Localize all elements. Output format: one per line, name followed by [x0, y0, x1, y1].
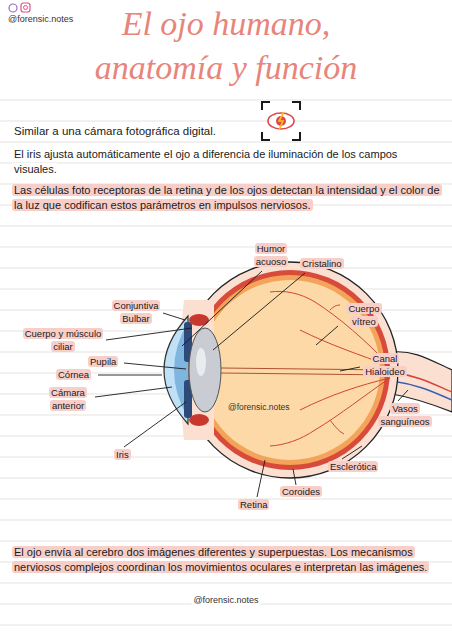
part-label-box: Cuerpo vítreo [338, 303, 390, 329]
footer-handle-box: @forensic.notes [166, 594, 286, 606]
part-label: Canal Hialoideo [363, 353, 407, 377]
part-label-box: Retina [238, 499, 282, 512]
paragraph-text: El iris ajusta automáticamente el ojo a … [12, 148, 399, 175]
part-label: Coroides [280, 486, 322, 497]
watermark-box: @forensic.notes [226, 402, 306, 413]
watermark: @forensic.notes [226, 402, 292, 412]
footer-handle: @forensic.notes [191, 595, 260, 605]
part-label: Retina [238, 499, 269, 510]
part-label: Pupila [88, 356, 118, 367]
part-label: Cuerpo vítreo [346, 303, 381, 327]
paragraph-text-box: El ojo envía al cerebro dos imágenes dif… [12, 545, 440, 575]
paragraph-text-box: El iris ajusta automáticamente el ojo a … [12, 147, 440, 177]
ciliary-upper [189, 314, 209, 326]
part-label-box: Cámara anterior [40, 387, 96, 413]
part-label-box: Cristalino [300, 258, 356, 271]
social-icons [9, 3, 30, 12]
ruled-lines [0, 100, 452, 625]
paragraph-text: Las células foto receptoras de la retina… [12, 184, 442, 211]
part-label-box: Córnea [56, 369, 100, 382]
intro-text: Similar a una cámara fotográfica digital… [12, 125, 218, 137]
handle-text-box: @forensic.notes [6, 13, 96, 25]
paragraph-text-box: Las células foto receptoras de la retina… [12, 183, 440, 213]
part-label-box: Cuerpo y músculo ciliar [18, 328, 108, 354]
intro-text-box: Similar a una cámara fotográfica digital… [12, 124, 257, 140]
eye-illustration [164, 262, 452, 478]
part-label: Iris [114, 449, 131, 460]
part-label: Esclerótica [328, 461, 378, 472]
part-label-box: Pupila [88, 356, 126, 369]
part-label: Cristalino [300, 258, 344, 269]
camera-icon [262, 102, 300, 140]
part-label: Córnea [56, 369, 91, 380]
handle-text: @forensic.notes [6, 14, 75, 24]
part-label-box: Vasos sanguíneos [372, 403, 438, 429]
page-title: El ojo humano, anatomía y función [66, 2, 386, 90]
part-label: Conjuntiva Bulbar [112, 300, 161, 324]
part-label-box: Conjuntiva Bulbar [106, 300, 166, 326]
title-text: El ojo humano, anatomía y función [91, 5, 362, 86]
part-label: Vasos sanguíneos [378, 403, 431, 427]
part-label-box: Iris [114, 449, 138, 462]
lens [189, 328, 221, 412]
part-label: Cámara anterior [49, 387, 87, 411]
part-label-box: Coroides [280, 486, 334, 499]
part-label: Humor acuoso [254, 243, 289, 267]
part-label-box: Canal Hialoideo [358, 353, 412, 379]
part-label-box: Humor acuoso [246, 243, 296, 269]
part-label-box: Esclerótica [328, 461, 392, 474]
leader-lines [95, 271, 408, 497]
part-label: Cuerpo y músculo ciliar [23, 328, 104, 352]
paragraph-text: El ojo envía al cerebro dos imágenes dif… [12, 546, 429, 573]
ciliary-lower [189, 414, 209, 426]
